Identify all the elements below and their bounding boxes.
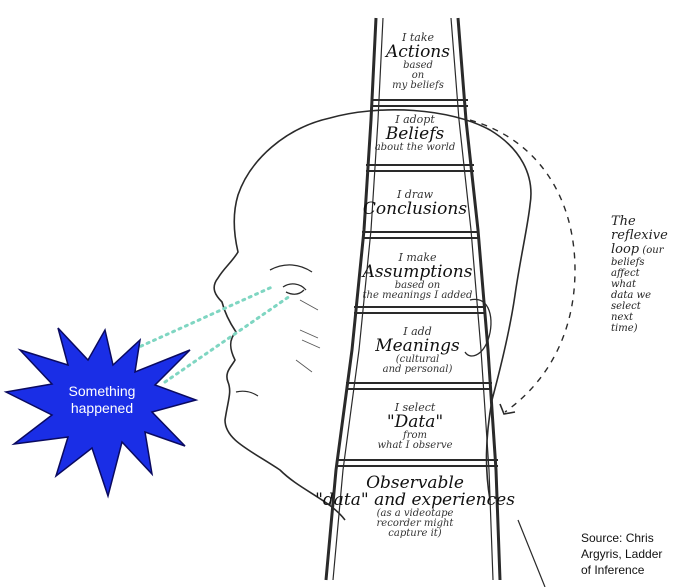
eyebrow [270, 265, 312, 272]
rung-beliefs: I adopt Beliefs about the world [350, 110, 480, 153]
ladder-rung [338, 460, 498, 466]
eye [283, 284, 306, 294]
rung-data: I select "Data" from what I observe [345, 398, 485, 451]
rung-beliefs-title: Beliefs [350, 126, 480, 143]
ladder-base-line5: capture it) [315, 529, 515, 539]
source-citation: Source: Chris Argyris, Ladder of Inferen… [581, 530, 691, 578]
rung-data-post2: what I observe [345, 441, 485, 451]
loop-line: beliefs [611, 257, 693, 268]
rung-actions-title: Actions [378, 44, 458, 61]
rung-beliefs-post: about the world [350, 143, 480, 153]
ladder-base-line2: "data" and experiences [315, 492, 515, 509]
neck-line [518, 520, 545, 587]
loop-line: select [611, 301, 693, 312]
rung-data-title: "Data" [345, 414, 485, 431]
rung-meanings-post2: and personal) [350, 365, 485, 375]
sight-line-upper [128, 287, 272, 352]
rung-conclusions-title: Conclusions [355, 201, 475, 218]
rung-meanings: I add Meanings (cultural and personal) [350, 322, 485, 375]
reflexive-loop-note: The reflexive loop (our beliefs affect w… [611, 215, 693, 334]
loop-lead-2-row: loop (our [611, 243, 693, 257]
rung-assumptions-post2: the meanings I added [335, 291, 500, 301]
loop-lead-1: The reflexive [611, 215, 693, 243]
rung-actions-post3: my beliefs [378, 81, 458, 91]
face-shading [296, 300, 320, 372]
event-label-line1: Something [50, 383, 154, 400]
loop-line: next [611, 312, 693, 323]
rung-meanings-title: Meanings [350, 338, 485, 355]
loop-line: what [611, 279, 693, 290]
loop-line: time) [611, 323, 693, 334]
source-line2: Argyris, Ladder [581, 546, 691, 562]
rung-conclusions: I draw Conclusions [355, 185, 475, 218]
ladder-base: Observable "data" and experiences (as a … [315, 475, 515, 539]
ladder-rung [354, 307, 486, 313]
ladder-rung [362, 232, 478, 238]
source-line3: of Inference [581, 562, 691, 578]
rung-assumptions-title: Assumptions [335, 264, 500, 281]
rung-actions: I take Actions based on my beliefs [378, 28, 458, 91]
ladder-rung [372, 100, 468, 106]
ladder-rung [346, 383, 492, 389]
event-label: Something happened [50, 383, 154, 417]
ladder-rung [366, 165, 474, 171]
loop-line: affect [611, 268, 693, 279]
event-label-line2: happened [50, 400, 154, 417]
loop-lead-2: loop [611, 242, 639, 257]
mouth [236, 391, 258, 396]
loop-line: (our [642, 245, 663, 256]
source-line1: Source: Chris [581, 530, 691, 546]
sight-line-lower [165, 296, 290, 382]
loop-line: data we [611, 290, 693, 301]
rung-assumptions: I make Assumptions based on the meanings… [335, 248, 500, 301]
